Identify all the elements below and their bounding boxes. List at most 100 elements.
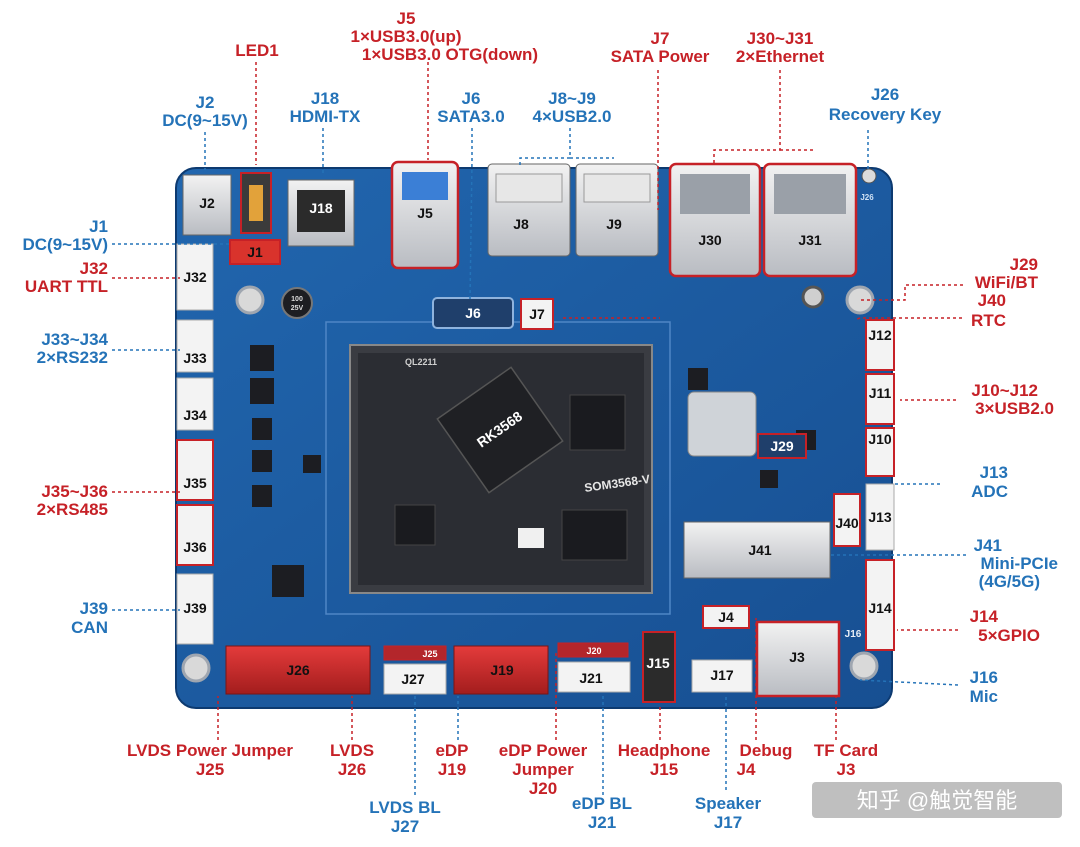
svg-text:J25: J25 — [196, 760, 224, 779]
svg-text:J27: J27 — [401, 671, 425, 687]
comp-j27: J27 — [383, 663, 447, 695]
callout-j16-0: J16 — [970, 668, 998, 687]
comp-j3: J3 — [755, 620, 841, 698]
comp-j26-key: J26 — [860, 168, 877, 202]
callout-j3-0: TF Card — [814, 741, 878, 760]
svg-text:J8: J8 — [513, 216, 529, 232]
svg-text:LED1: LED1 — [235, 41, 278, 60]
cap-text-2: 25V — [291, 305, 304, 312]
callout-j10-0: J10~J12 — [971, 381, 1038, 400]
callout-j26-1: J26 — [338, 760, 366, 779]
callout-j4-0: Debug — [740, 741, 793, 760]
svg-text:J15: J15 — [646, 655, 670, 671]
svg-text:CAN: CAN — [71, 618, 108, 637]
callout-j32-1: UART TTL — [25, 277, 108, 296]
comp-j26: J26 — [225, 645, 371, 695]
svg-text:Speaker: Speaker — [695, 794, 762, 813]
svg-text:J2: J2 — [199, 195, 215, 211]
svg-text:2×RS485: 2×RS485 — [37, 500, 108, 519]
comp-j21: J21 — [557, 661, 631, 693]
callout-j30-0: J30~J31 — [747, 29, 814, 48]
svg-text:TF Card: TF Card — [814, 741, 878, 760]
callout-j27-0: LVDS BL — [369, 798, 440, 817]
svg-text:J10~J12: J10~J12 — [971, 381, 1038, 400]
callout-j26key-1: Recovery Key — [829, 105, 942, 124]
callout-j35-0: J35~J36 — [41, 482, 108, 501]
svg-text:J1: J1 — [89, 217, 108, 236]
callout-j2-1: DC(9~15V) — [162, 111, 248, 130]
callout-j6-1: SATA3.0 — [437, 107, 504, 126]
mount-hole-bl — [181, 653, 211, 683]
svg-text:J8~J9: J8~J9 — [548, 89, 596, 108]
svg-text:ADC: ADC — [971, 482, 1008, 501]
callout-j16-1: Mic — [970, 687, 998, 706]
svg-text:J33~J34: J33~J34 — [41, 330, 108, 349]
svg-text:J13: J13 — [868, 509, 892, 525]
white-chip — [518, 528, 544, 548]
svg-text:J17: J17 — [710, 667, 734, 683]
svg-text:J3: J3 — [789, 649, 805, 665]
callout-j40-1: RTC — [971, 311, 1006, 330]
mount-hole-tl — [235, 285, 265, 315]
svg-text:J4: J4 — [718, 609, 734, 625]
svg-text:J20: J20 — [586, 646, 601, 656]
comp-j16: J16 — [845, 629, 862, 640]
callout-j21-1: J21 — [588, 813, 616, 832]
svg-text:J40: J40 — [978, 291, 1006, 310]
svg-text:J33: J33 — [183, 350, 207, 366]
svg-text:J26: J26 — [286, 662, 310, 678]
svg-text:3×USB2.0: 3×USB2.0 — [975, 399, 1054, 418]
callout-j21-0: eDP BL — [572, 794, 632, 813]
callout-j2-0: J2 — [196, 93, 215, 112]
callout-j19-1: J19 — [438, 760, 466, 779]
callout-j7-1: SATA Power — [611, 47, 710, 66]
svg-text:J40: J40 — [835, 515, 859, 531]
svg-text:J9: J9 — [606, 216, 622, 232]
svg-text:J16: J16 — [845, 629, 862, 640]
svg-text:Recovery Key: Recovery Key — [829, 105, 942, 124]
comp-j35: J35 — [176, 439, 214, 501]
svg-text:J5: J5 — [417, 205, 433, 221]
svg-text:Debug: Debug — [740, 741, 793, 760]
comp-j25: J25 — [383, 645, 447, 661]
rs232-ics — [250, 345, 816, 597]
comp-j12: J12 — [865, 319, 895, 371]
comp-j34: J34 — [176, 377, 214, 431]
svg-text:J7: J7 — [651, 29, 670, 48]
callout-j5-2: 1×USB3.0 OTG(down) — [362, 45, 538, 64]
svg-text:Headphone: Headphone — [618, 741, 711, 760]
emmc-chip — [561, 509, 628, 561]
comp-j36: J36 — [176, 504, 214, 566]
svg-text:J12: J12 — [868, 327, 892, 343]
callout-j13-1: ADC — [971, 482, 1008, 501]
svg-text:J27: J27 — [391, 817, 419, 836]
callout-j17-1: J17 — [714, 813, 742, 832]
callout-j27-1: J27 — [391, 817, 419, 836]
watermark: 知乎 @触觉智能 — [857, 788, 1017, 813]
svg-text:J14: J14 — [970, 607, 999, 626]
callout-j26-0: LVDS — [330, 741, 374, 760]
callout-j8-1: 4×USB2.0 — [533, 107, 612, 126]
svg-text:J41: J41 — [748, 542, 772, 558]
svg-text:4×USB2.0: 4×USB2.0 — [533, 107, 612, 126]
cap-text-1: 100 — [291, 296, 303, 303]
svg-text:J29: J29 — [770, 438, 794, 454]
callout-j41-1: Mini-PCIe — [981, 554, 1058, 573]
svg-text:J21: J21 — [579, 670, 603, 686]
comp-led1 — [240, 172, 272, 234]
callout-j19-0: eDP — [435, 741, 468, 760]
svg-text:1×USB3.0 OTG(down): 1×USB3.0 OTG(down) — [362, 45, 538, 64]
comp-j33: J33 — [176, 319, 214, 373]
callout-j14-1: 5×GPIO — [978, 626, 1040, 645]
svg-text:5×GPIO: 5×GPIO — [978, 626, 1040, 645]
rk3568-chip — [436, 366, 564, 494]
callout-j29-0: J29 — [1010, 255, 1038, 274]
svg-text:2×RS232: 2×RS232 — [37, 348, 108, 367]
svg-text:J1: J1 — [247, 244, 263, 260]
comp-j29: J29 — [687, 391, 807, 459]
svg-text:SATA Power: SATA Power — [611, 47, 710, 66]
svg-text:J26: J26 — [871, 85, 899, 104]
callout-j32-0: J32 — [80, 259, 108, 278]
